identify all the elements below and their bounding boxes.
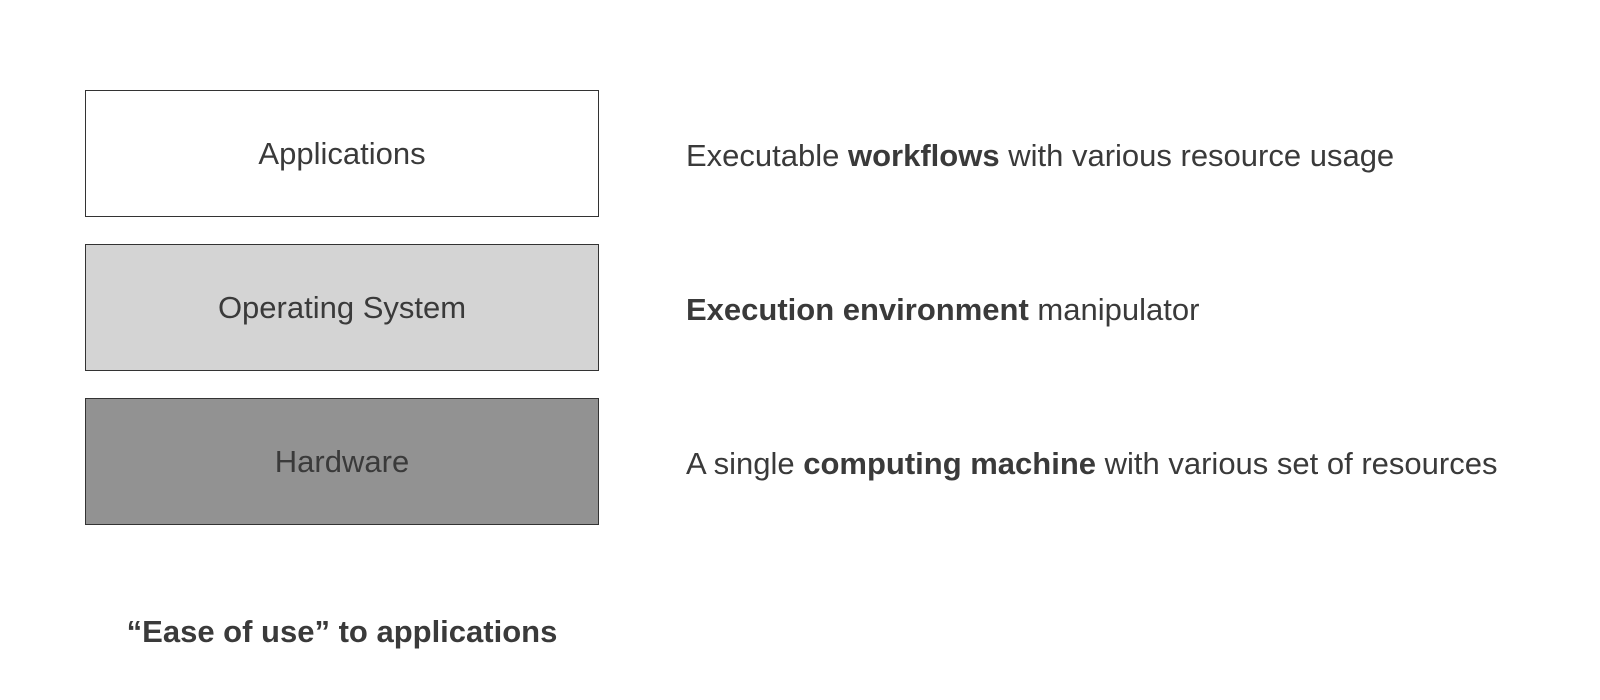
- applications-layer-box: Applications: [85, 90, 599, 217]
- hardware-description: A single computing machine with various …: [686, 444, 1497, 484]
- hardware-layer-box: Hardware: [85, 398, 599, 525]
- operating-system-layer-label: Operating System: [217, 289, 467, 325]
- operating-system-description: Execution environment manipulator: [686, 290, 1199, 330]
- operating-system-layer-box: Operating System: [85, 244, 599, 371]
- applications-description-bold: workflows: [848, 138, 1000, 173]
- operating-system-description-bold: Execution environment: [686, 292, 1029, 327]
- applications-description-after: with various resource usage: [999, 138, 1395, 173]
- hardware-layer-label: Hardware: [274, 443, 410, 479]
- hardware-description-after: with various set of resources: [1096, 446, 1498, 481]
- hardware-description-bold: computing machine: [803, 446, 1097, 481]
- operating-system-description-after: manipulator: [1028, 292, 1200, 327]
- applications-description-before: Executable: [686, 138, 848, 173]
- applications-description: Executable workflows with various resour…: [686, 136, 1394, 176]
- footer-note: “Ease of use” to applications: [126, 614, 558, 649]
- applications-layer-label: Applications: [258, 135, 426, 171]
- hardware-description-before: A single: [686, 446, 804, 481]
